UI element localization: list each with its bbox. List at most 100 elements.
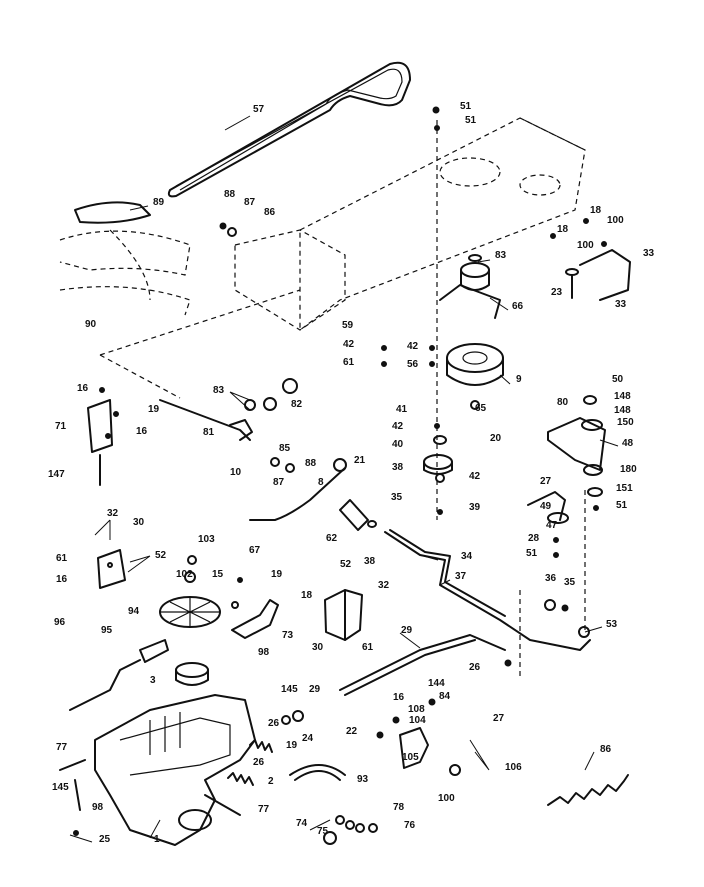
bracket-23 (565, 249, 631, 301)
pulley-47 (547, 512, 569, 524)
part-number-label: 42 (392, 421, 404, 432)
part-number-label: 51 (616, 500, 628, 511)
tractor-frame (234, 117, 586, 332)
part-number-label: 108 (408, 704, 425, 715)
spring-86 (547, 774, 629, 806)
part-number-label: 30 (133, 517, 145, 528)
part-number-label: 59 (342, 320, 354, 331)
part-number-label: 105 (402, 752, 419, 763)
part-number-label: 87 (273, 477, 285, 488)
hardware-fasteners (73, 106, 607, 845)
part-number-label: 19 (286, 740, 298, 751)
part-number-label: 42 (407, 341, 419, 352)
part-number-label: 145 (281, 684, 298, 695)
part-number-label: 77 (56, 742, 68, 753)
part-number-label: 25 (99, 834, 111, 845)
part-number-label: 35 (564, 577, 576, 588)
pulley-83 (460, 254, 490, 291)
part-number-label: 51 (465, 115, 477, 126)
part-number-label: 83 (495, 250, 507, 261)
part-number-label: 16 (56, 574, 68, 585)
bracket-73 (231, 599, 279, 639)
part-number-label: 47 (546, 520, 558, 531)
part-number-label: 102 (176, 569, 193, 580)
transaxle (59, 694, 256, 846)
part-number-label: 144 (428, 678, 445, 689)
part-number-label: 82 (291, 399, 303, 410)
part-number-label: 76 (404, 820, 416, 831)
part-number-label: 88 (224, 189, 236, 200)
bracket-49 (527, 491, 566, 521)
part-number-label: 38 (364, 556, 376, 567)
idler-pulley (423, 454, 453, 475)
part-number-label: 73 (282, 630, 294, 641)
part-number-label: 34 (461, 551, 473, 562)
cooling-fan (159, 596, 221, 628)
part-number-label: 98 (92, 802, 104, 813)
part-number-label: 67 (249, 545, 261, 556)
part-number-label: 39 (469, 502, 481, 513)
part-number-label: 26 (268, 718, 280, 729)
bracket-66 (439, 284, 501, 319)
part-number-label: 56 (407, 359, 419, 370)
part-number-label: 10 (230, 467, 242, 478)
part-number-label: 147 (48, 469, 65, 480)
part-number-label: 85 (279, 443, 291, 454)
part-number-label: 40 (392, 439, 404, 450)
part-number-label: 180 (620, 464, 637, 475)
bracket-52-left (97, 549, 126, 589)
bracket-71 (87, 399, 113, 486)
knob-21 (333, 458, 347, 472)
part-number-label: 94 (128, 606, 140, 617)
part-number-label: 16 (393, 692, 405, 703)
part-number-label: 51 (460, 101, 472, 112)
part-number-label: 48 (622, 438, 634, 449)
part-number-label: 1 (154, 834, 160, 845)
part-number-label: 106 (505, 762, 522, 773)
part-number-label: 98 (258, 647, 270, 658)
shift-rod (69, 659, 141, 711)
part-number-label: 74 (296, 818, 308, 829)
part-number-label: 19 (148, 404, 160, 415)
part-number-label: 148 (614, 391, 631, 402)
part-number-label: 32 (378, 580, 390, 591)
bracket-105 (399, 727, 429, 769)
guide-line-lower (99, 354, 181, 399)
part-number-label: 18 (301, 590, 313, 601)
part-number-label: 3 (150, 675, 156, 686)
part-number-label: 27 (493, 713, 505, 724)
part-number-label: 61 (362, 642, 374, 653)
part-number-label: 9 (516, 374, 522, 385)
part-number-label: 61 (343, 357, 355, 368)
drive-belt (167, 61, 411, 198)
part-number-label: 19 (271, 569, 283, 580)
part-number-label: 23 (551, 287, 563, 298)
part-number-label: 81 (203, 427, 215, 438)
part-number-label: 96 (54, 617, 66, 628)
part-number-label: 53 (606, 619, 618, 630)
part-number-label: 88 (305, 458, 317, 469)
part-number-label: 51 (526, 548, 538, 559)
part-number-label: 65 (475, 403, 487, 414)
part-number-label: 18 (557, 224, 569, 235)
electric-clutch (446, 343, 504, 386)
shift-lever (249, 467, 346, 521)
part-number-label: 52 (155, 550, 167, 561)
part-number-label: 80 (557, 397, 569, 408)
bracket-48 (547, 395, 606, 497)
seat-fender (59, 201, 191, 316)
part-number-label: 16 (136, 426, 148, 437)
part-number-label: 103 (198, 534, 215, 545)
leader-lines (69, 115, 619, 843)
part-number-label: 52 (340, 559, 352, 570)
spring-2 (227, 772, 254, 786)
part-number-label: 89 (153, 197, 165, 208)
part-number-label: 75 (317, 826, 329, 837)
part-number-label: 77 (258, 804, 270, 815)
part-number-label: 104 (409, 715, 426, 726)
part-number-label: 26 (469, 662, 481, 673)
rod-28 (339, 634, 506, 691)
part-number-label: 24 (302, 733, 314, 744)
